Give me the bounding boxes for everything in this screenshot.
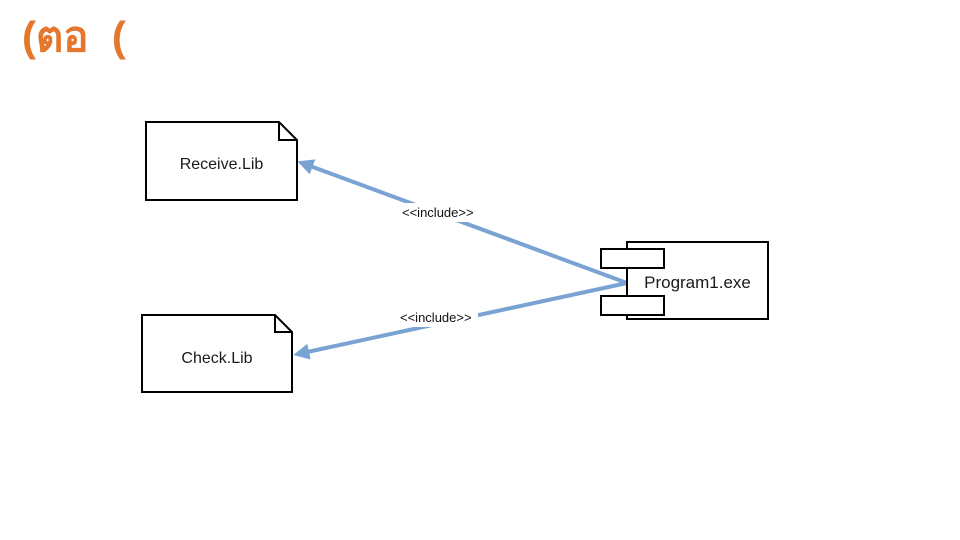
check-lib-node xyxy=(141,314,293,393)
component-tab-bottom-icon xyxy=(600,295,665,316)
program-component-node xyxy=(600,241,769,320)
folded-corner-icon xyxy=(274,315,292,333)
include-edge-label-1: <<include>> xyxy=(396,203,480,222)
include-edge-receive xyxy=(297,159,628,285)
folded-corner-icon xyxy=(278,122,297,141)
receive-lib-node xyxy=(145,121,298,201)
component-tab-top-icon xyxy=(600,248,665,269)
slide-title: (ตอ ( xyxy=(22,13,126,60)
include-edge-label-2: <<include>> xyxy=(394,308,478,327)
